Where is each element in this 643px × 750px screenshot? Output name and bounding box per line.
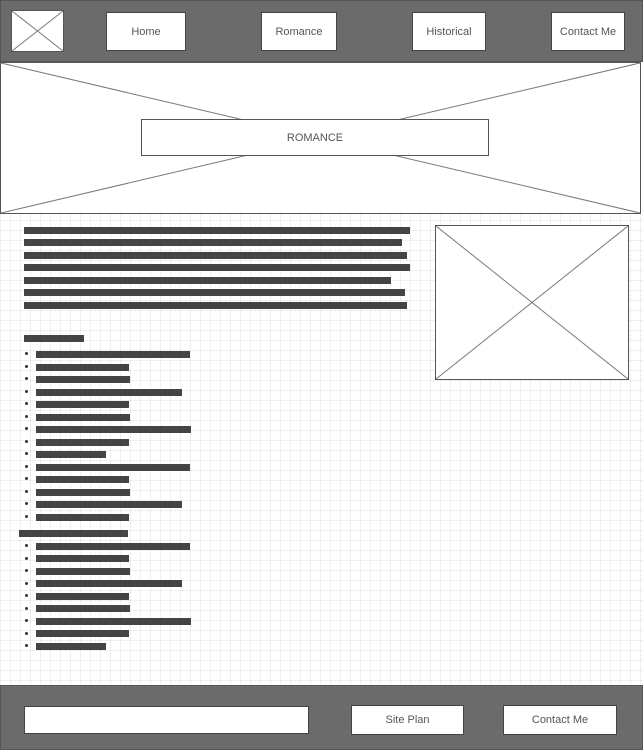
text-line <box>24 289 405 296</box>
bullet-icon <box>25 632 28 635</box>
bullet-icon <box>25 390 28 393</box>
bullet-icon <box>25 427 28 430</box>
list-item-text <box>36 630 129 637</box>
bullet-icon <box>25 415 28 418</box>
bullet-icon <box>25 607 28 610</box>
logo-placeholder[interactable] <box>11 10 64 52</box>
bullet-icon <box>25 569 28 572</box>
bullet-icon <box>25 644 28 647</box>
bullet-icon <box>25 477 28 480</box>
bullet-icon <box>25 557 28 560</box>
bullet-icon <box>25 490 28 493</box>
bullet-icon <box>25 452 28 455</box>
list-item-text <box>36 476 129 483</box>
bullet-icon <box>25 440 28 443</box>
list-item-text <box>36 364 129 371</box>
list-item-text <box>36 389 182 396</box>
nav-contact-button[interactable]: Contact Me <box>551 12 625 51</box>
list-item-text <box>36 439 129 446</box>
bullet-icon <box>25 352 28 355</box>
nav-romance-button[interactable]: Romance <box>261 12 337 51</box>
bullet-icon <box>25 619 28 622</box>
list-item-text <box>36 543 190 550</box>
footer-contact-button[interactable]: Contact Me <box>503 705 617 735</box>
list-item-text <box>36 568 130 575</box>
list-item-text <box>36 514 129 521</box>
image-placeholder-icon <box>12 11 63 51</box>
list-item-text <box>36 593 129 600</box>
bullet-icon <box>25 502 28 505</box>
list-item-text <box>36 618 191 625</box>
list-heading <box>19 530 128 537</box>
nav-home-button[interactable]: Home <box>106 12 186 51</box>
footer-site-plan-button[interactable]: Site Plan <box>351 705 464 735</box>
side-image-placeholder <box>435 225 629 380</box>
text-line <box>24 302 407 309</box>
hero-title: ROMANCE <box>141 119 489 156</box>
list-item-text <box>36 426 191 433</box>
image-placeholder-icon <box>436 226 628 379</box>
list-item-text <box>36 501 182 508</box>
list-item-text <box>36 643 106 650</box>
text-line <box>24 227 410 234</box>
text-line <box>24 252 407 259</box>
list-item-text <box>36 351 190 358</box>
bullet-icon <box>25 465 28 468</box>
bullet-icon <box>25 594 28 597</box>
bullet-icon <box>25 365 28 368</box>
list-item-text <box>36 451 106 458</box>
list-heading <box>24 335 84 342</box>
list-item-text <box>36 555 129 562</box>
list-item-text <box>36 580 182 587</box>
list-item-text <box>36 414 130 421</box>
footer-search-input[interactable] <box>24 706 309 734</box>
list-item-text <box>36 605 130 612</box>
list-item-text <box>36 401 129 408</box>
bullet-icon <box>25 582 28 585</box>
bullet-icon <box>25 402 28 405</box>
bullet-icon <box>25 544 28 547</box>
bullet-icon <box>25 377 28 380</box>
text-line <box>24 264 410 271</box>
nav-historical-button[interactable]: Historical <box>412 12 486 51</box>
bullet-icon <box>25 515 28 518</box>
list-item-text <box>36 376 130 383</box>
text-line <box>24 277 391 284</box>
list-item-text <box>36 464 190 471</box>
text-line <box>24 239 402 246</box>
list-item-text <box>36 489 130 496</box>
